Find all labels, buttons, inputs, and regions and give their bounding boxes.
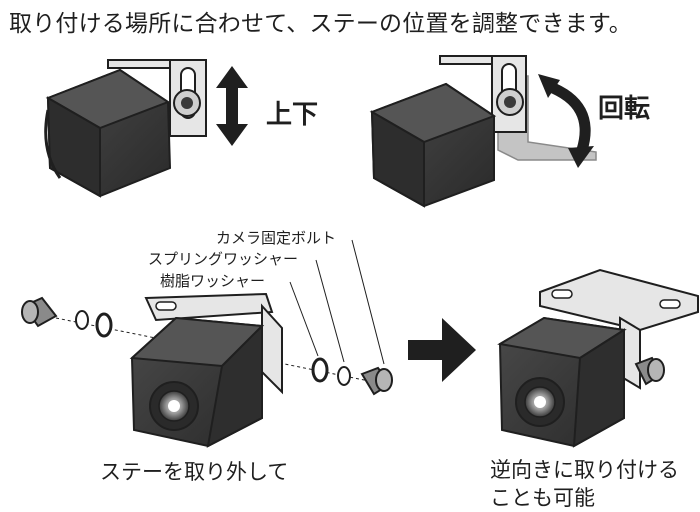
remove-bracket-caption: ステーを取り外して xyxy=(100,460,289,484)
vertical-adjust-label: 上下 xyxy=(266,100,319,130)
reverse-mount-caption-line2: ことも可能 xyxy=(490,486,595,510)
right-spring-washer xyxy=(337,366,351,386)
reverse-mount-caption: 逆向きに取り付ける ことも可能 xyxy=(490,456,700,512)
resin-washer-label: 樹脂ワッシャー xyxy=(160,272,266,290)
camera-bolt-label: カメラ固定ボルト xyxy=(216,229,337,247)
rotation-label: 回転 xyxy=(598,94,651,124)
up-down-arrow-icon xyxy=(216,66,248,146)
spring-washer-label: スプリングワッシャー xyxy=(148,250,299,268)
camera-rotate-illustration xyxy=(369,55,597,208)
exploded-assembly-illustration xyxy=(21,239,393,448)
rotate-arrow-icon xyxy=(538,74,594,168)
reverse-mount-caption-line1: 逆向きに取り付ける xyxy=(490,458,679,482)
left-spring-washer xyxy=(75,310,89,330)
camera-reversed-illustration xyxy=(497,268,699,448)
left-resin-washer xyxy=(95,312,113,338)
right-arrow-icon xyxy=(408,318,476,382)
headline: 取り付ける場所に合わせて、ステーの位置を調整できます。 xyxy=(9,11,632,37)
camera-bolt xyxy=(360,366,393,396)
left-bolt xyxy=(21,296,58,328)
camera-updown-illustration xyxy=(44,59,207,198)
right-resin-washer xyxy=(311,357,329,383)
